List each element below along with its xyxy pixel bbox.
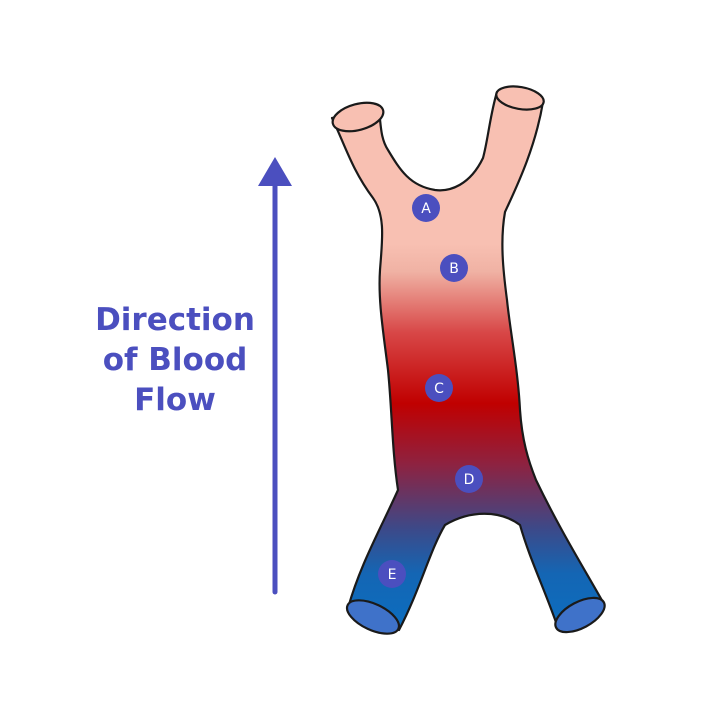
direction-label: Direction of Blood Flow xyxy=(70,300,280,420)
marker-d: D xyxy=(455,465,483,493)
marker-e: E xyxy=(378,560,406,588)
vessel-opening-top-right xyxy=(495,85,545,111)
marker-e-circle xyxy=(378,560,406,588)
marker-e-label: E xyxy=(388,567,397,583)
direction-label-line-2: of Blood xyxy=(102,342,248,378)
flow-arrow xyxy=(258,157,292,595)
vessel-opening-bottom-left xyxy=(345,599,401,635)
direction-label-line-3: Flow xyxy=(134,382,216,418)
marker-d-circle xyxy=(455,465,483,493)
flow-arrow-head xyxy=(258,157,292,186)
marker-d-label: D xyxy=(464,472,475,488)
marker-a-label: A xyxy=(421,201,431,217)
marker-c: C xyxy=(425,374,453,402)
marker-b: B xyxy=(440,254,468,282)
direction-label-line-1: Direction xyxy=(95,302,255,338)
vessel-body xyxy=(330,90,606,632)
vessel-opening-bottom-right xyxy=(554,596,606,634)
marker-b-label: B xyxy=(449,261,459,277)
marker-c-circle xyxy=(425,374,453,402)
marker-a: A xyxy=(412,194,440,222)
marker-a-circle xyxy=(412,194,440,222)
vessel-opening-top-left xyxy=(331,101,385,133)
marker-b-circle xyxy=(440,254,468,282)
marker-c-label: C xyxy=(434,381,444,397)
